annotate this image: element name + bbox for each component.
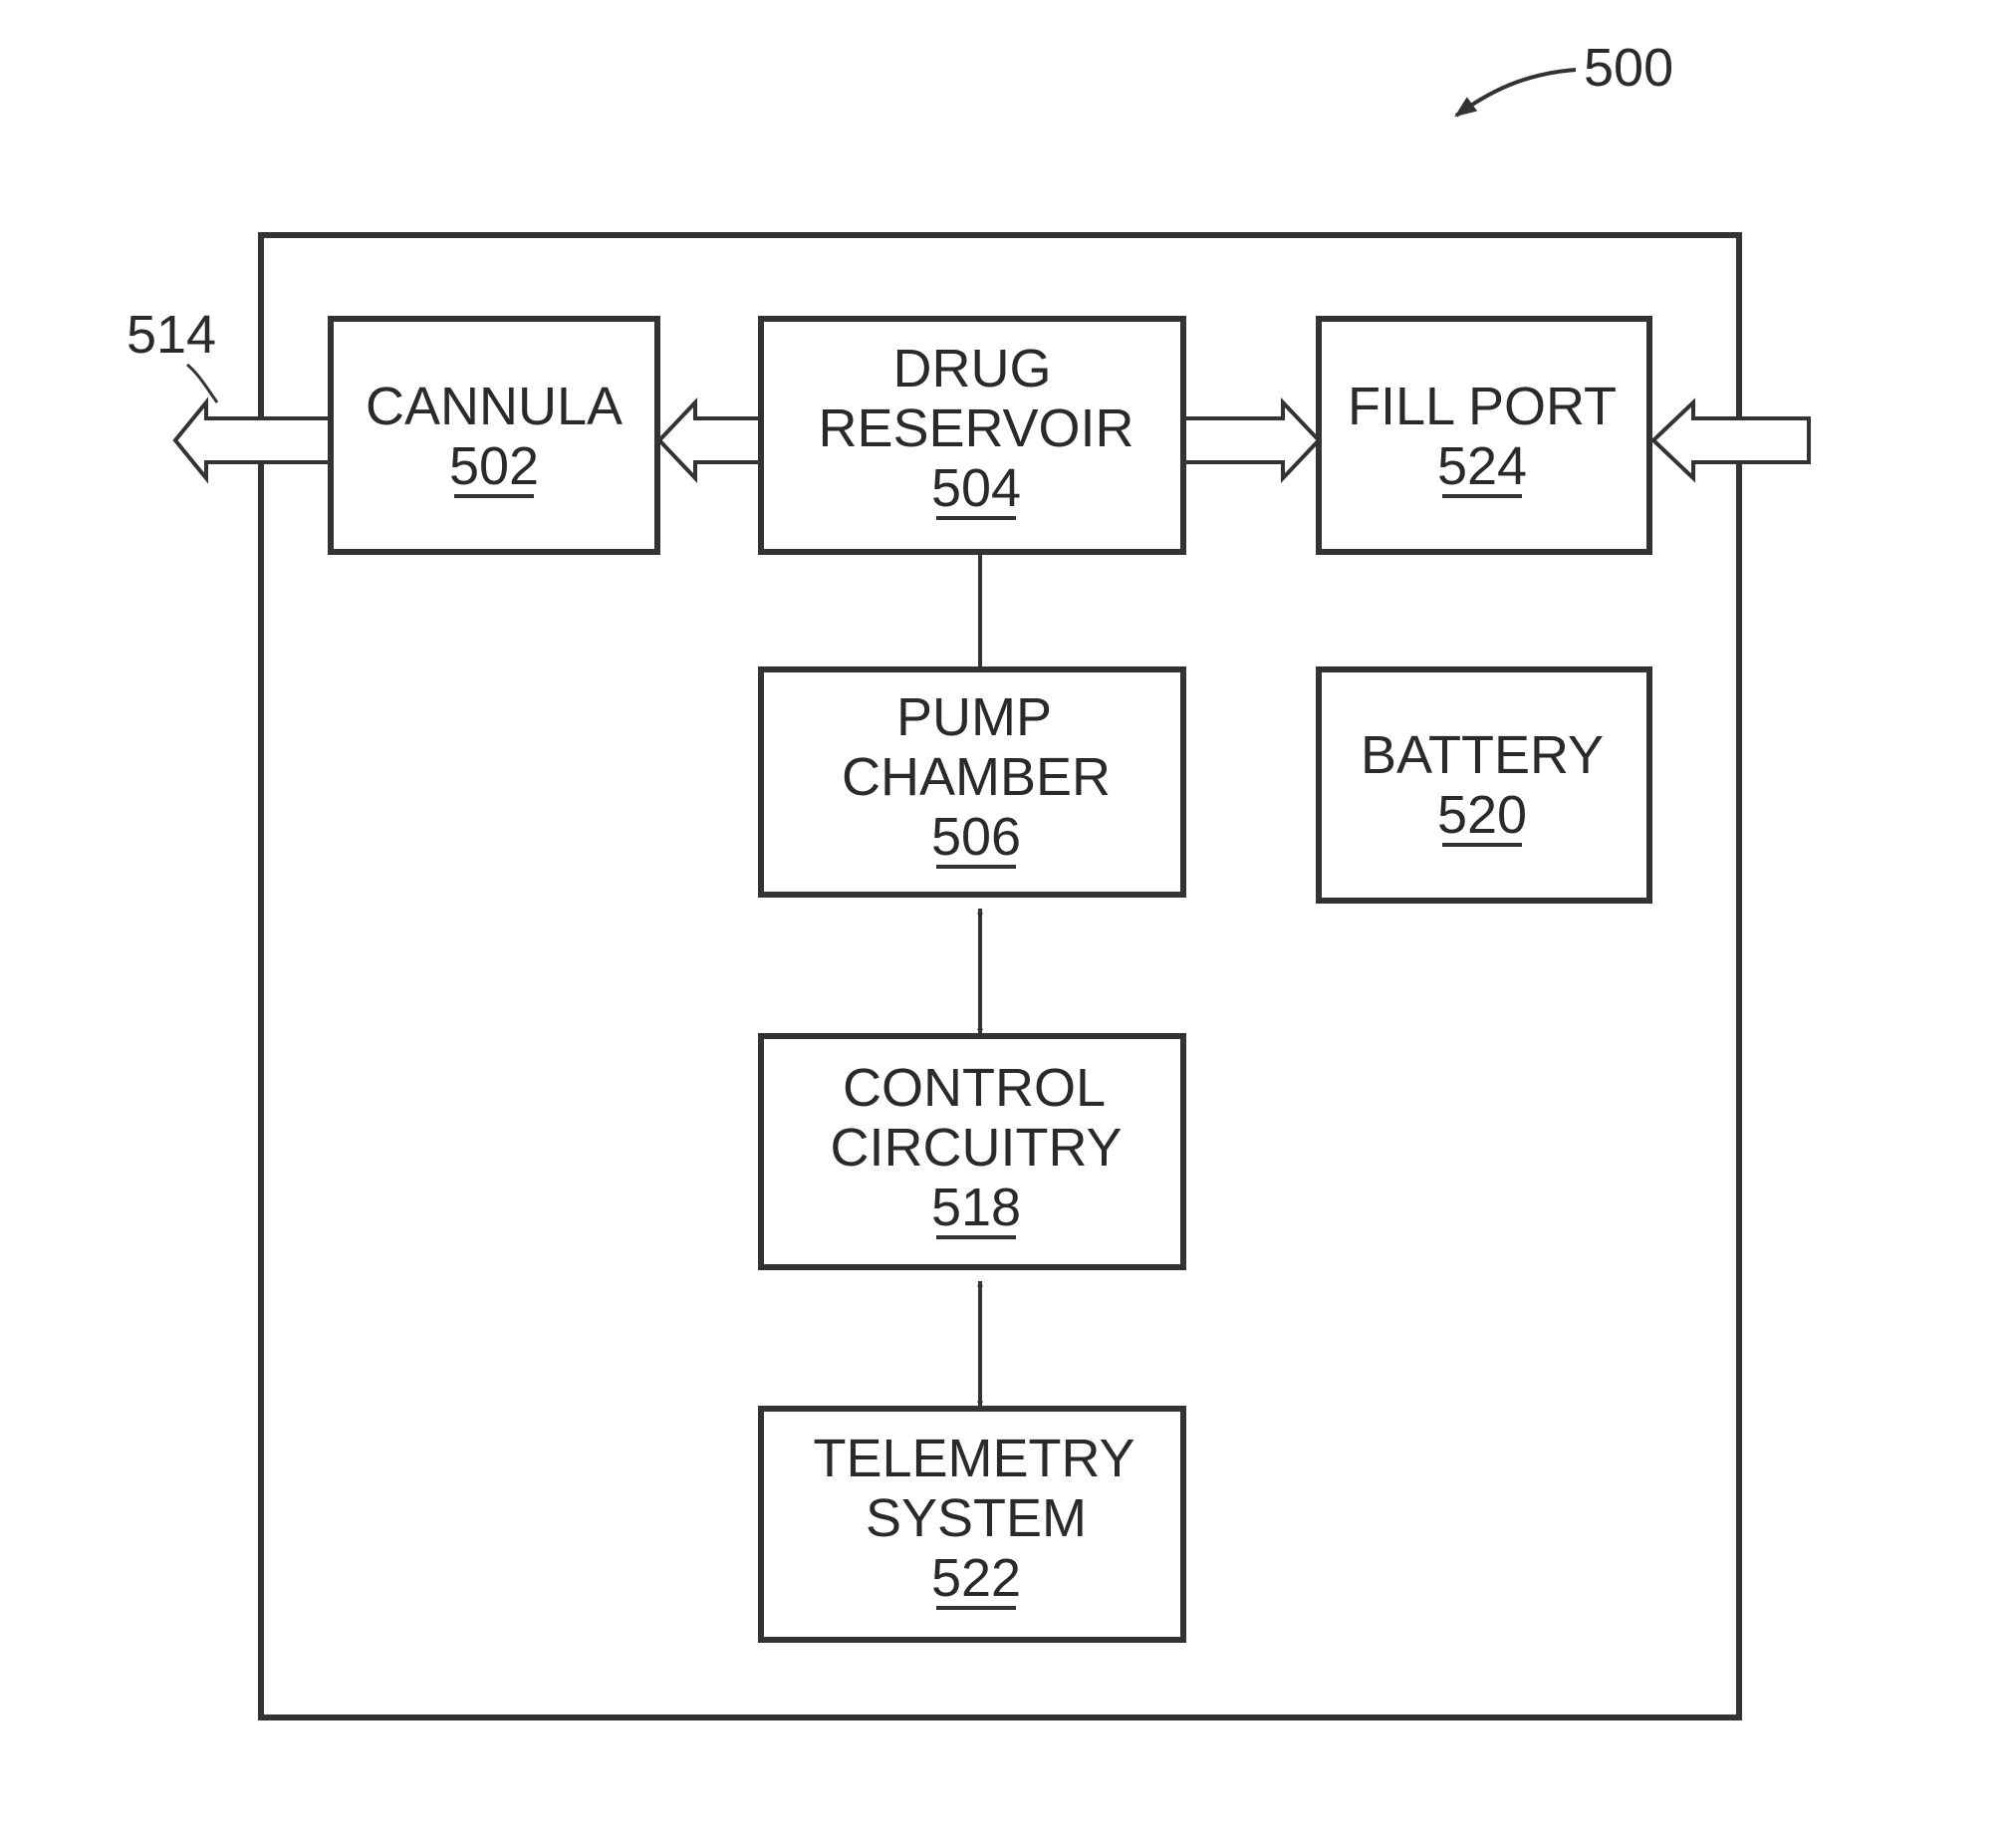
fill-port-label: FILL PORT [1348, 377, 1617, 436]
pump-chamber-block: PUMP CHAMBER 506 [761, 669, 1183, 895]
battery-ref: 520 [1437, 785, 1527, 845]
outlet-ref-leader [187, 365, 217, 402]
telemetry-system-label-line1: TELEMETRY [813, 1429, 1134, 1488]
cannula-ref: 502 [449, 436, 539, 496]
control-circuitry-block: CONTROL CIRCUITRY 518 [761, 1036, 1183, 1267]
telemetry-system-block: TELEMETRY SYSTEM 522 [761, 1409, 1183, 1640]
drug-reservoir-label-line1: DRUG [893, 339, 1052, 398]
cannula-block: CANNULA 502 [331, 319, 657, 552]
drug-reservoir-block: DRUG RESERVOIR 504 [761, 319, 1183, 552]
outlet-arrow [175, 402, 331, 478]
fill-port-block: FILL PORT 524 [1319, 319, 1649, 552]
reservoir-to-cannula-arrow [659, 402, 761, 478]
battery-label: BATTERY [1361, 725, 1604, 785]
control-circuitry-ref: 518 [931, 1178, 1021, 1237]
battery-block: BATTERY 520 [1319, 669, 1649, 901]
fill-port-ref: 524 [1437, 436, 1527, 496]
cannula-label: CANNULA [366, 377, 623, 436]
telemetry-system-label-line2: SYSTEM [866, 1488, 1087, 1548]
telemetry-system-ref: 522 [931, 1548, 1021, 1608]
outlet-ref-label: 514 [126, 305, 216, 365]
drug-reservoir-label-line2: RESERVOIR [818, 398, 1133, 458]
pump-chamber-label-line2: CHAMBER [842, 747, 1111, 807]
control-circuitry-label-line2: CIRCUITRY [830, 1118, 1122, 1178]
figure-ref-label: 500 [1584, 38, 1673, 98]
pump-chamber-label-line1: PUMP [896, 687, 1052, 747]
drug-reservoir-ref: 504 [931, 458, 1021, 518]
control-circuitry-label-line1: CONTROL [843, 1058, 1106, 1118]
figure-ref-leader-arrow [1456, 70, 1576, 116]
pump-chamber-ref: 506 [931, 807, 1021, 867]
inlet-arrow [1653, 402, 1809, 478]
